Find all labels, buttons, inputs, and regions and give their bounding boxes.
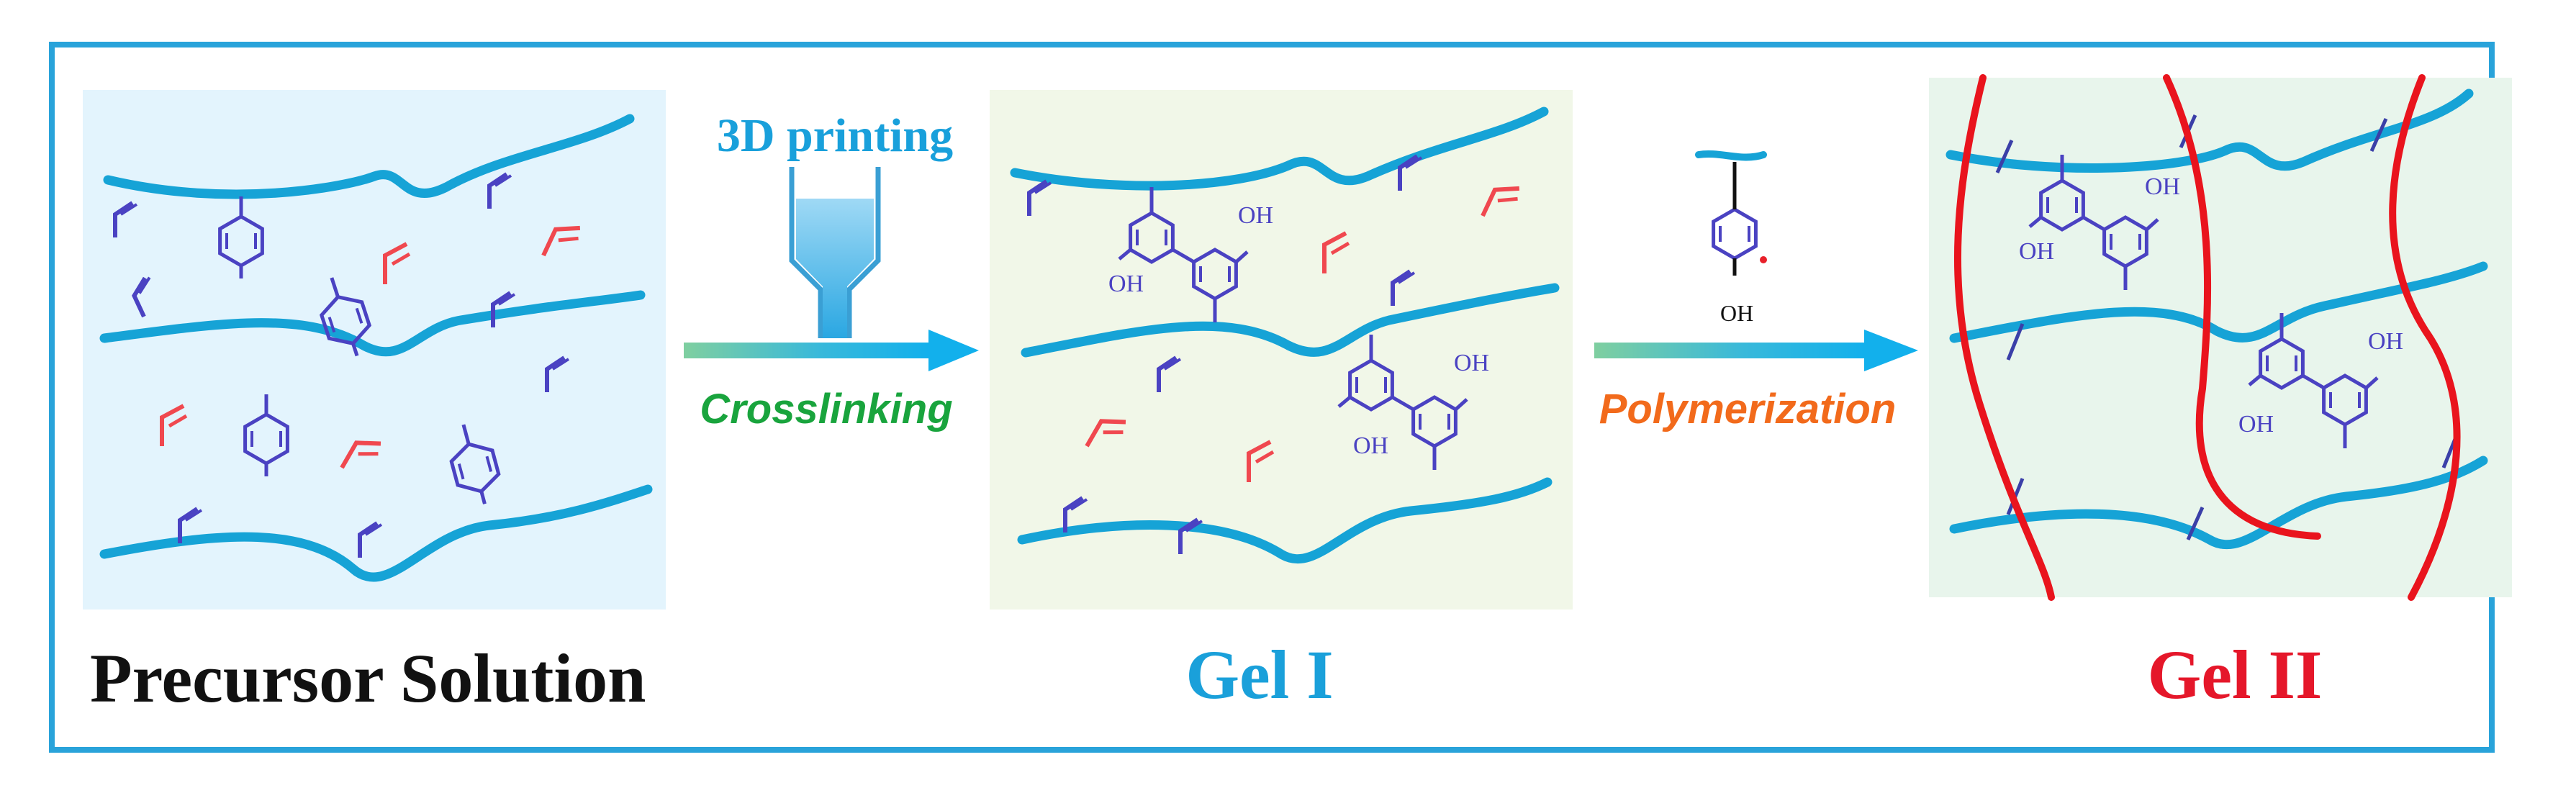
- step1-bottom-label: Crosslinking: [700, 386, 952, 432]
- polymer-chain: [1949, 456, 2488, 549]
- gel2-panel: OH OH OH OH: [1929, 74, 2512, 601]
- hydroxyl-label: OH: [2238, 411, 2274, 438]
- step2-bottom-label: Polymerization: [1599, 386, 1897, 432]
- radical-dot: [1760, 256, 1767, 263]
- polymer-chain: [1945, 89, 2474, 173]
- pam-chain: [1954, 74, 2055, 601]
- pam-chain: [2389, 74, 2461, 601]
- polymer-chain: [1010, 107, 1549, 191]
- gel2-label: Gel II: [2148, 636, 2323, 713]
- polymer-chain: [99, 484, 653, 582]
- hydroxyl-label: OH: [2019, 238, 2054, 265]
- gel1-label: Gel I: [1185, 636, 1333, 713]
- gel1-panel: OH OH OH OH: [990, 90, 1573, 610]
- polymer-chain: [1949, 261, 2488, 343]
- hydroxyl-label: OH: [1108, 271, 1144, 297]
- hydroxyl-label: OH: [1720, 300, 1753, 326]
- hydroxyl-label: OH: [2368, 328, 2403, 355]
- step1-top-label: 3D printing: [717, 109, 953, 162]
- hydroxyl-label: OH: [1353, 432, 1388, 459]
- step2-arrow: [1594, 330, 1918, 371]
- polymer-chain: [99, 290, 646, 357]
- hydroxyl-label: OH: [1238, 202, 1273, 229]
- polymer-chain: [103, 114, 635, 199]
- precursor-panel: [83, 90, 666, 610]
- pam-chain: [2163, 74, 2321, 540]
- precursor-label: Precursor Solution: [90, 640, 646, 717]
- polymer-chain: [1017, 477, 1553, 563]
- hydroxyl-label: OH: [2145, 173, 2180, 200]
- printing-nozzle-icon: [789, 167, 881, 338]
- polymer-chain: [1021, 283, 1560, 358]
- hydroxyl-label: OH: [1454, 350, 1489, 376]
- gel1-background: [990, 90, 1573, 610]
- tyramine-radical-icon: OH: [1695, 150, 1767, 326]
- step1-arrow: [684, 330, 979, 371]
